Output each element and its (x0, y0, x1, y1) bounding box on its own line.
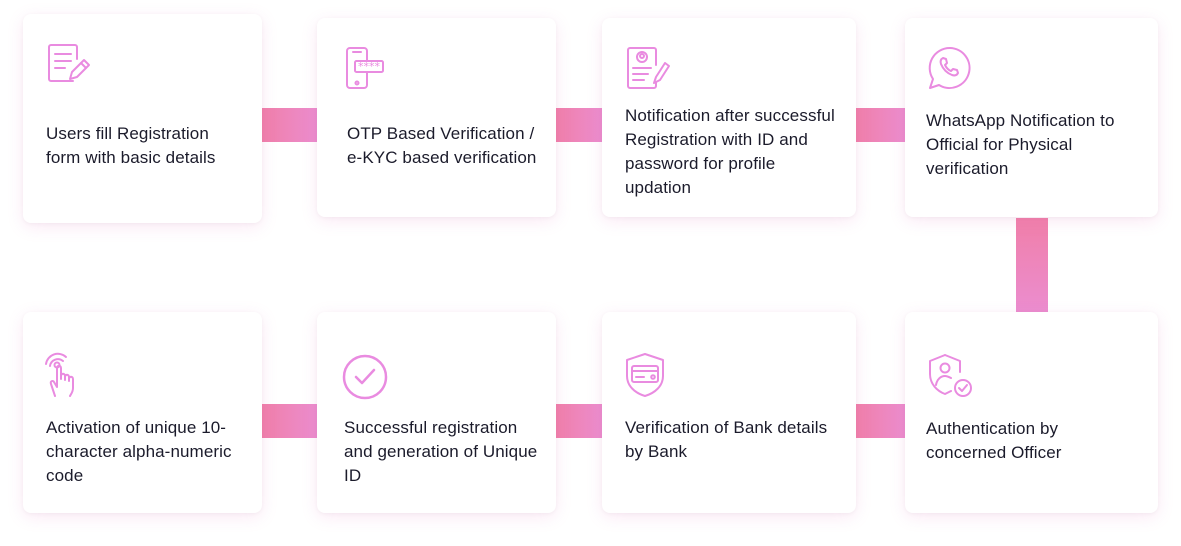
step-card-registration-form: Users fill Registration form with basic … (23, 14, 262, 223)
form-edit-icon (45, 41, 91, 87)
connector-5-6 (856, 404, 906, 438)
whatsapp-icon (927, 45, 973, 91)
user-shield-check-icon (927, 352, 973, 398)
profile-document-icon (624, 45, 670, 91)
step-label: Authentication by concerned Officer (926, 419, 1062, 462)
connector-6-7 (556, 404, 603, 438)
phone-otp-icon: **** (339, 45, 385, 91)
step-card-unique-id-generation: Successful registration and generation o… (317, 312, 556, 513)
connector-1-2 (262, 108, 318, 142)
connector-4-5 (1016, 218, 1048, 312)
step-label: Users fill Registration form with basic … (46, 124, 216, 167)
step-card-whatsapp-notification: WhatsApp Notification to Official for Ph… (905, 18, 1158, 217)
step-card-officer-authentication: Authentication by concerned Officer (905, 312, 1158, 513)
connector-2-3 (556, 108, 603, 142)
connector-7-8 (262, 404, 318, 438)
check-circle-icon (342, 352, 388, 400)
step-label: WhatsApp Notification to Official for Ph… (926, 111, 1115, 178)
step-label: Verification of Bank details by Bank (625, 418, 828, 461)
bank-card-shield-icon (624, 352, 670, 398)
step-card-bank-verification: Verification of Bank details by Bank (602, 312, 856, 513)
step-card-registration-notification: Notification after successful Registrati… (602, 18, 856, 217)
step-label: Activation of unique 10-character alpha-… (46, 418, 232, 485)
step-card-code-activation: Activation of unique 10-character alpha-… (23, 312, 262, 513)
step-label: OTP Based Verification / e-KYC based ver… (347, 124, 537, 167)
step-card-otp-verification: **** OTP Based Verification / e-KYC base… (317, 18, 556, 217)
tap-finger-icon (41, 352, 87, 398)
step-label: Successful registration and generation o… (344, 418, 538, 485)
connector-3-4 (856, 108, 906, 142)
step-label: Notification after successful Registrati… (625, 106, 835, 197)
svg-text:****: **** (358, 60, 381, 73)
